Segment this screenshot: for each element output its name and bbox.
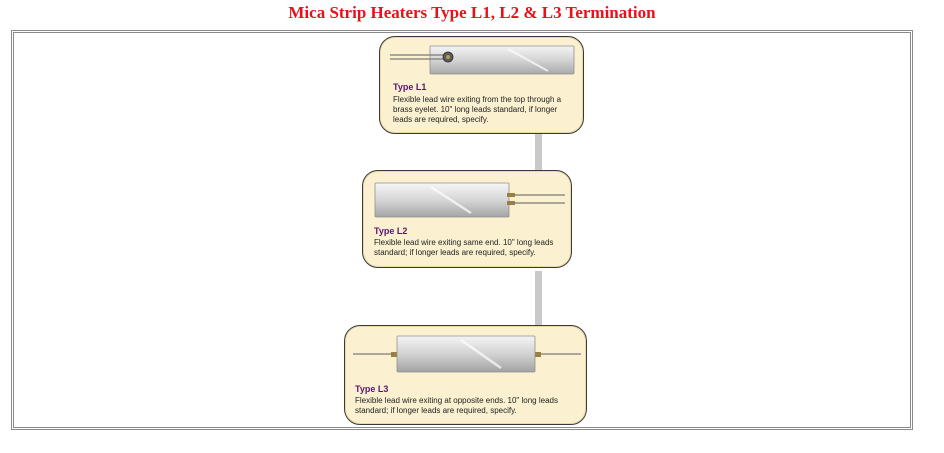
card-type-l2: Type L2 Flexible lead wire exiting same …	[362, 170, 572, 268]
content-frame: Type L1 Flexible lead wire exiting from …	[11, 30, 913, 430]
card-type-label: Type L1	[393, 82, 427, 92]
heater-l1-image	[390, 45, 575, 75]
heater-l2-image	[374, 182, 565, 218]
card-description: Flexible lead wire exiting at opposite e…	[355, 396, 558, 415]
connector-line-bottom	[535, 271, 542, 331]
page-title: Mica Strip Heaters Type L1, L2 & L3 Term…	[288, 3, 656, 22]
card-type-label: Type L2	[374, 226, 408, 236]
heater-l3-image	[353, 335, 581, 373]
card-type-l1: Type L1 Flexible lead wire exiting from …	[379, 36, 584, 134]
card-type-label: Type L3	[355, 384, 389, 394]
card-description: Flexible lead wire exiting same end. 10"…	[374, 238, 554, 257]
card-type-l3: Type L3 Flexible lead wire exiting at op…	[344, 325, 587, 425]
card-description: Flexible lead wire exiting from the top …	[393, 95, 562, 124]
